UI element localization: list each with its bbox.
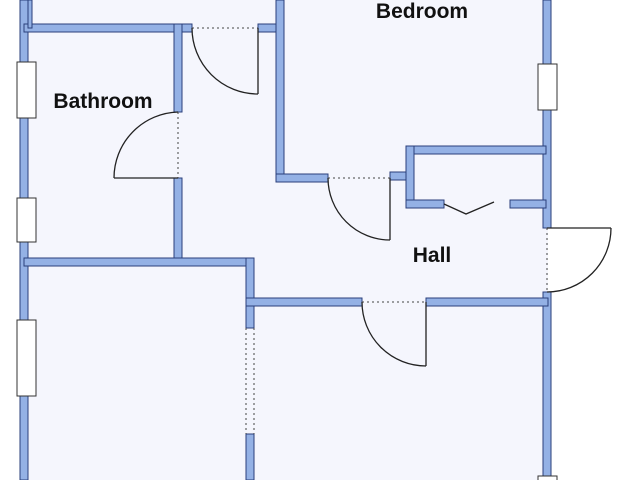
wall-bathroom-east-lower	[173, 177, 183, 267]
wall-lower-partition	[245, 433, 255, 480]
wall-closet-top	[405, 145, 547, 155]
window-east-bottom	[537, 475, 558, 480]
wall-bathroom-east-upper	[173, 23, 183, 113]
wall-hall-bottom-left	[245, 297, 363, 307]
door-bathroom-top	[191, 27, 259, 95]
wall-east-upper	[542, 0, 552, 229]
windows	[16, 61, 558, 480]
doors	[113, 27, 612, 367]
room-label-bedroom: Bedroom	[376, 0, 468, 23]
window-bedroom	[537, 63, 558, 111]
room-label-hall: Hall	[413, 244, 452, 267]
room-labels: Bedroom Bathroom Hall	[53, 0, 468, 267]
window-bathroom	[16, 61, 37, 119]
wall-hall-west	[245, 257, 255, 329]
room-label-bathroom: Bathroom	[53, 90, 152, 113]
door-bedroom	[327, 177, 391, 241]
wall-bedroom-bottom-left	[275, 173, 329, 183]
window-west-middle	[16, 197, 37, 243]
wall-closet-west	[405, 145, 415, 209]
door-openings	[177, 27, 548, 434]
wall-bathroom-top	[23, 23, 193, 33]
door-exterior-east	[546, 227, 612, 293]
wall-closet-front-right	[509, 199, 547, 209]
wall-east-lower	[542, 291, 552, 480]
interior-floor	[24, 0, 548, 480]
wall-closet-front-left	[405, 199, 445, 209]
window-west-lower	[16, 319, 37, 397]
door-lower-room	[361, 301, 427, 367]
door-closet-bifold	[443, 201, 495, 215]
door-bathroom	[113, 111, 179, 179]
wall-hall-bottom-right	[425, 297, 549, 307]
wall-bedroom-west	[275, 0, 285, 183]
wall-bathroom-bottom	[23, 257, 255, 267]
wall-top-left-stub	[27, 0, 33, 29]
